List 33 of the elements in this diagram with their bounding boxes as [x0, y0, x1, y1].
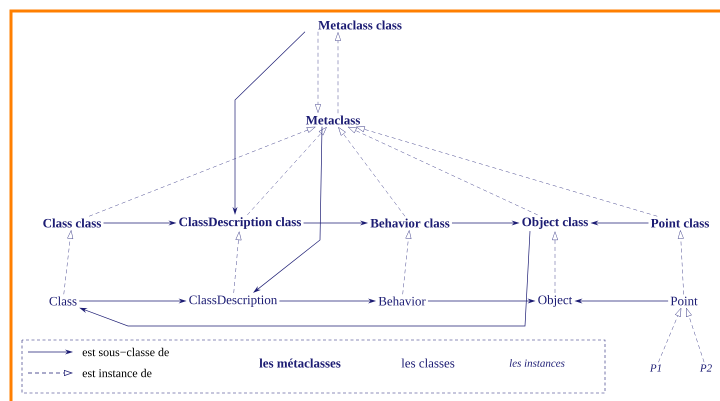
- arrow: [686, 308, 704, 362]
- metaclass-label: Metaclass class: [318, 20, 402, 30]
- arrow: [678, 230, 684, 295]
- metaclass-label: Point class: [650, 218, 709, 228]
- arrow: [356, 126, 658, 216]
- metaclass-label: Behavior class: [370, 218, 450, 228]
- legend-text: est instance de: [82, 368, 152, 378]
- metaclass-label: ClassDescription class: [179, 217, 302, 229]
- metaclass-label: Class class: [43, 218, 101, 228]
- arrow: [658, 308, 682, 362]
- class-label: Point: [670, 296, 698, 306]
- font-sample: les instances: [510, 359, 565, 367]
- arrow: [338, 127, 406, 216]
- class-label: Class: [50, 296, 77, 306]
- legend-text: est sous−classe de: [82, 348, 169, 356]
- arrow: [64, 230, 74, 294]
- arrow: [315, 32, 321, 113]
- font-sample: les métaclasses: [259, 358, 340, 368]
- arrow: [247, 127, 327, 216]
- arrow: [552, 232, 558, 294]
- arrow: [402, 230, 412, 294]
- instance-label: P2: [700, 364, 712, 372]
- class-label: Behavior: [378, 296, 426, 306]
- arrow: [335, 32, 341, 114]
- instance-label: P1: [650, 364, 661, 372]
- arrow: [348, 126, 538, 216]
- metaclass-label: Object class: [522, 217, 588, 229]
- arrow: [234, 232, 242, 294]
- class-label: ClassDescription: [189, 295, 278, 307]
- metaclass-label: Metaclass: [306, 115, 360, 125]
- arrow: [88, 126, 316, 216]
- class-label: Object: [538, 295, 572, 307]
- font-sample: les classes: [401, 358, 454, 368]
